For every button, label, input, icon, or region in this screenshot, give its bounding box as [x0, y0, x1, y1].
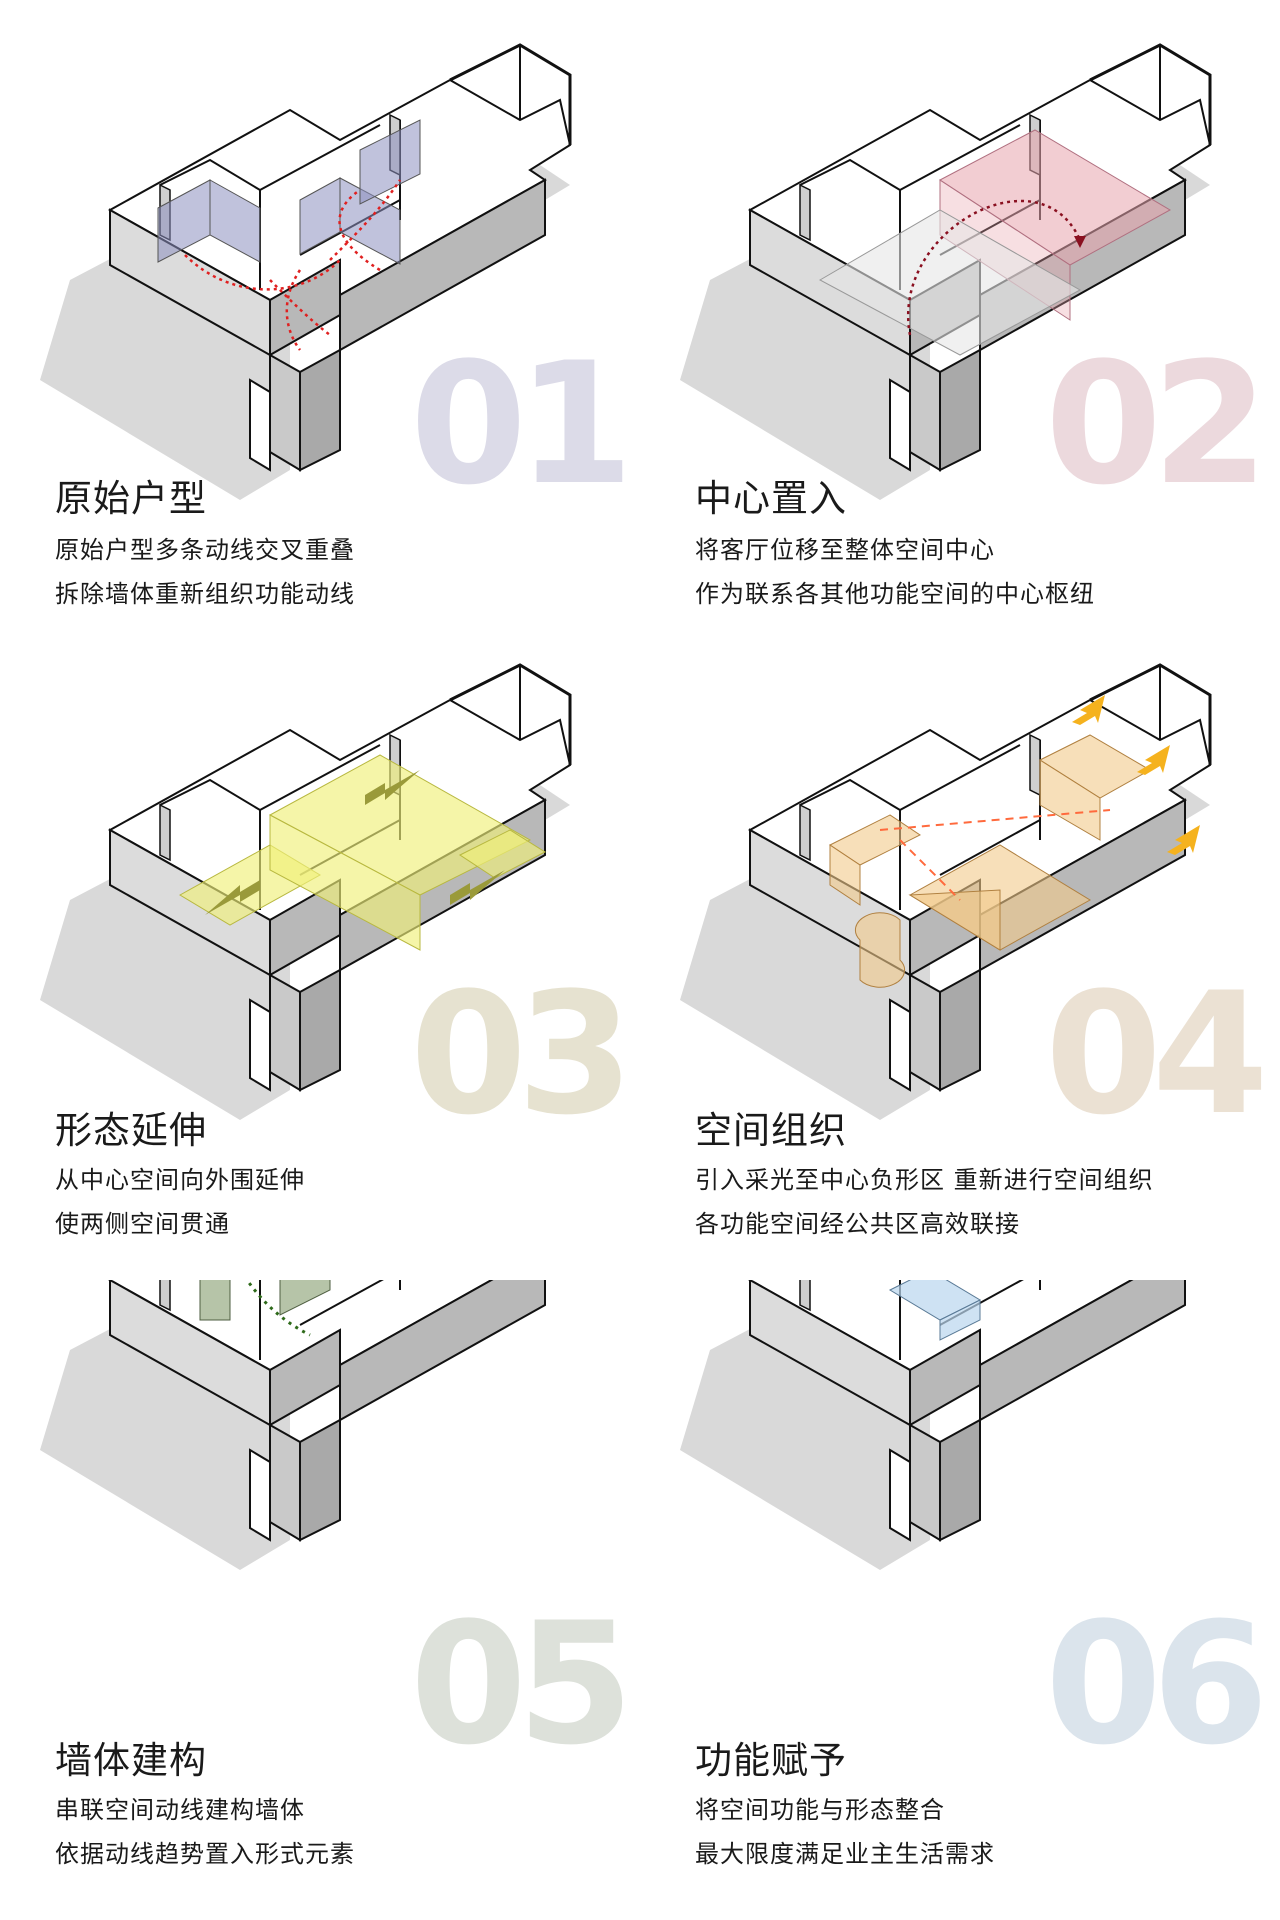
floorplan-diagram-06	[678, 1280, 1212, 1572]
panel-05: 05 墙体建构 串联空间动线建构墙体 依据动线趋势置入形式元素	[0, 1280, 640, 1920]
panel-description: 将空间功能与形态整合 最大限度满足业主生活需求	[695, 1788, 995, 1876]
highlight-walls	[157, 119, 421, 265]
panel-description: 串联空间动线建构墙体 依据动线趋势置入形式元素	[55, 1788, 355, 1876]
panel-title: 中心置入	[695, 477, 847, 520]
panel-02: 02 中心置入 将客厅位移至整体空间中心 作为联系各其他功能空间的中心枢纽	[640, 0, 1280, 640]
furniture-blocks	[888, 1280, 982, 1341]
circulation-arrows	[184, 179, 402, 351]
description-line: 作为联系各其他功能空间的中心枢纽	[695, 580, 1095, 608]
panel-01: 01 原始户型 原始户型多条动线交叉重叠 拆除墙体重新组织功能动线	[0, 0, 640, 640]
panel-number: 04	[1045, 956, 1269, 1152]
circulation-arrows	[245, 1280, 311, 1337]
panel-title: 形态延伸	[55, 1109, 207, 1152]
description-line: 引入采光至中心负形区 重新进行空间组织	[695, 1166, 1154, 1194]
panel-description: 从中心空间向外围延伸 使两侧空间贯通	[55, 1158, 305, 1246]
arrow-head	[1074, 236, 1086, 248]
description-line: 依据动线趋势置入形式元素	[55, 1840, 355, 1868]
description-line: 各功能空间经公共区高效联接	[695, 1210, 1020, 1238]
connection-line	[879, 809, 1111, 831]
panel-number: 02	[1045, 326, 1269, 522]
floorplan-diagram-01	[38, 43, 572, 500]
floorplan-diagram-05	[38, 1280, 572, 1572]
description-line: 原始户型多条动线交叉重叠	[55, 536, 355, 564]
panel-number: 06	[1045, 1586, 1269, 1782]
panel-number: 01	[410, 326, 634, 522]
panel-title: 原始户型	[55, 477, 207, 520]
extension-zones	[179, 754, 547, 951]
floorplan-diagram-03	[38, 663, 572, 1122]
ghost-wall	[818, 209, 1082, 356]
panel-title: 墙体建构	[55, 1739, 207, 1782]
panel-title: 功能赋予	[695, 1739, 847, 1782]
description-line: 从中心空间向外围延伸	[55, 1166, 305, 1194]
description-line: 使两侧空间贯通	[55, 1210, 230, 1238]
panel-04: 04 空间组织 引入采光至中心负形区 重新进行空间组织 各功能空间经公共区高效联…	[640, 640, 1280, 1280]
panel-number: 03	[410, 956, 634, 1152]
description-line: 拆除墙体重新组织功能动线	[55, 580, 355, 608]
panel-description: 将客厅位移至整体空间中心 作为联系各其他功能空间的中心枢纽	[695, 528, 1095, 616]
description-line: 最大限度满足业主生活需求	[695, 1840, 995, 1868]
panel-number: 05	[410, 1586, 634, 1782]
description-line: 将空间功能与形态整合	[695, 1796, 945, 1824]
extension-arrows	[205, 770, 505, 915]
description-line: 串联空间动线建构墙体	[55, 1796, 305, 1824]
organized-spaces	[829, 734, 1152, 988]
panel-description: 原始户型多条动线交叉重叠 拆除墙体重新组织功能动线	[55, 528, 355, 616]
description-line: 将客厅位移至整体空间中心	[695, 536, 995, 564]
floorplan-diagram-02	[678, 43, 1212, 500]
daylight-arrows	[1072, 695, 1200, 855]
connection-line	[899, 839, 961, 901]
constructed-walls	[199, 1280, 331, 1321]
panel-description: 引入采光至中心负形区 重新进行空间组织 各功能空间经公共区高效联接	[695, 1158, 1154, 1246]
panel-03: 03 形态延伸 从中心空间向外围延伸 使两侧空间贯通	[0, 640, 640, 1280]
panel-title: 空间组织	[695, 1109, 847, 1152]
panel-06: 06 功能赋予 将空间功能与形态整合 最大限度满足业主生活需求	[640, 1280, 1280, 1920]
floorplan-diagram-04	[678, 663, 1212, 1122]
